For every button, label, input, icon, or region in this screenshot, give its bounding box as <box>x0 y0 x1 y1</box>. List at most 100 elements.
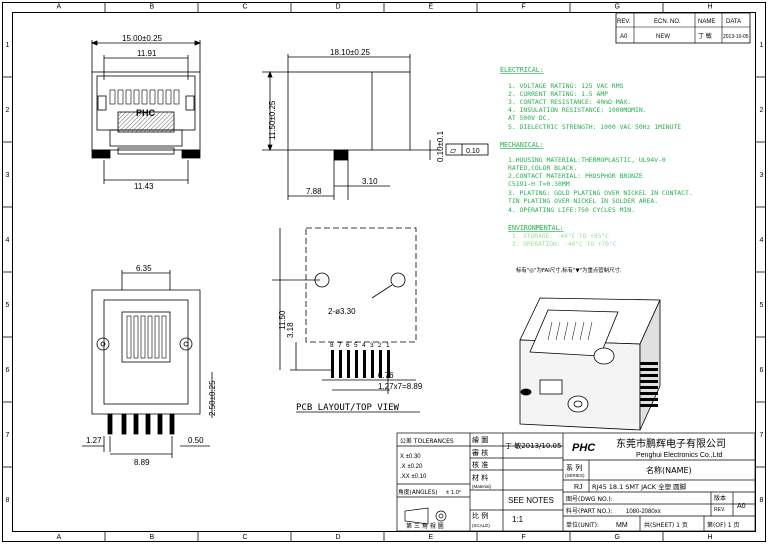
front-top-width-dim: 6.35 <box>136 264 152 273</box>
company-en: Penghui Electronics Co.,Ltd <box>636 452 722 459</box>
pcb-offset-dim: 3.18 <box>286 322 295 338</box>
angles-label: 角度(ANGLES) <box>398 488 437 496</box>
front-right-dim: 0.50 <box>188 436 204 445</box>
grid-column-label: F <box>522 4 526 11</box>
grid-row-label: 5 <box>760 302 764 309</box>
tolerance-line: .X ±0.20 <box>400 464 423 470</box>
environmental-heading: ENVIRONMENTAL: <box>508 224 564 232</box>
grid-row-label: 2 <box>6 107 10 114</box>
grid-row-label: 5 <box>6 302 10 309</box>
rev-value: A0 <box>620 34 628 40</box>
side-right-offset-dim: 3.10 <box>362 177 378 186</box>
grid-column-label: H <box>708 4 713 11</box>
iso-contacts <box>547 321 593 341</box>
dwg-label: 图号(DWG NO.): <box>566 496 613 503</box>
unit-value: MM <box>616 522 628 529</box>
unit-label: 单位(UNIT): <box>566 521 599 529</box>
grid-markers <box>3 3 765 541</box>
pin-number-row: 8 7 6 5 4 3 2 1 <box>330 342 390 349</box>
version-value: A0 <box>737 503 746 510</box>
environmental-line: 2. OPERATION: -40°C TO +70°C <box>512 240 617 248</box>
mechanical-line: RATED,COLOR BLACK. <box>508 164 577 172</box>
checked-label: 審 核 <box>472 448 488 457</box>
grid-row-label: 1 <box>6 42 10 49</box>
side-standoff-dim: 0.10±0.1 <box>436 130 445 162</box>
pin-number: 5 <box>354 342 358 349</box>
company-logo: PHC <box>572 442 596 454</box>
grid-column-label: A <box>57 534 62 541</box>
iso-leads <box>640 362 658 407</box>
grid-row-label: 6 <box>6 367 10 374</box>
top-width-bottom-dim: 11.43 <box>134 182 154 191</box>
grid-row-label: 6 <box>760 367 764 374</box>
top-view <box>90 40 202 184</box>
top-width-total-dim: 15.00±0.25 <box>122 34 163 43</box>
version-label: 版本 <box>714 494 726 502</box>
drawn-value: 丁 敏2013/10.05 <box>505 441 561 450</box>
mechanical-line: C5191-H T=0.30MM <box>508 180 570 188</box>
grid-row-label: 3 <box>6 172 10 179</box>
grid-column-label: B <box>150 4 155 11</box>
pcb-pitch-dim: 1.27x7=8.89 <box>378 382 423 391</box>
pcb-pad-width-dim: 0.76 <box>378 371 394 380</box>
side-height-dim: 11.50±0.25 <box>268 100 277 140</box>
grid-row-label: 8 <box>760 497 764 504</box>
name-label: 名称(NAME) <box>646 465 692 475</box>
electrical-line: 2. CURRENT RATING: 1.5 AMP <box>508 90 608 98</box>
contact-fingers <box>109 89 180 105</box>
grid-row-label: 2 <box>760 107 764 114</box>
tolerance-line: .XX ±0.10 <box>400 474 427 480</box>
version-sub: REV. <box>714 507 725 513</box>
scale-value: 1:1 <box>512 515 524 524</box>
name-header: NAME <box>698 19 715 25</box>
tolerance-header: 公差 TOLERANCES <box>400 437 454 445</box>
series-sub: (SERIES) <box>565 473 585 478</box>
series-value: RJ <box>574 484 583 491</box>
electrical-line: AT 500V DC. <box>508 114 550 122</box>
pcb-layout <box>272 227 420 413</box>
pin-number: 3 <box>370 342 374 349</box>
pcb-pads <box>331 350 390 378</box>
front-view <box>82 270 213 458</box>
front-pitch-left-dim: 1.27 <box>86 436 102 445</box>
electrical-heading: ELECTRICAL: <box>500 66 544 74</box>
mechanical-line: TIN PLATING OVER NICKEL IN SOLDER AREA. <box>508 197 658 205</box>
material-label: 材 料 <box>472 473 488 482</box>
grid-column-label: G <box>615 4 620 11</box>
environmental-line: 1. STORAGE: -40°C TO +85°C <box>512 232 609 240</box>
sheet-of: 第(OF) 1 页 <box>707 521 740 529</box>
side-left-offset-dim: 7.88 <box>306 187 322 196</box>
flatness-value: 0.10 <box>466 148 480 155</box>
grid-row-label: 1 <box>760 42 764 49</box>
mechanical-line: 2.CONTACT MATERIAL: PHOSPHOR BRONZE <box>508 172 643 180</box>
part-label: 料号(PART NO.): <box>566 507 612 515</box>
front-contacts <box>126 315 167 359</box>
title-block <box>396 432 756 532</box>
sheet-total: 共(SHEET) 1 页 <box>644 521 688 529</box>
grid-column-label: G <box>615 534 620 541</box>
grid-row-label: 7 <box>6 432 10 439</box>
electrical-line: 5. DIELECTRIC STRENGTH: 1000 VAC 50Hz 1M… <box>508 123 681 131</box>
grid-column-label: B <box>150 534 155 541</box>
pin-number: 6 <box>346 342 350 349</box>
mechanical-line: 3. PLATING: GOLD PLATING OVER NICKEL IN … <box>508 189 693 197</box>
grid-column-label: E <box>429 4 434 11</box>
pcb-hole-label: 2-ø3.30 <box>328 307 356 316</box>
grid-column-label: F <box>522 534 526 541</box>
mechanical-heading: MECHANICAL: <box>500 141 544 149</box>
projection-label: 第 三 角 視 圖 <box>406 522 444 530</box>
material-sub: (Material) <box>472 484 492 489</box>
material-value: SEE NOTES <box>508 496 554 505</box>
pcb-layout-title: PCB LAYOUT/TOP VIEW <box>296 403 400 413</box>
grid-column-label: E <box>429 534 434 541</box>
grid-row-label: 7 <box>760 432 764 439</box>
grid-column-label: H <box>708 534 713 541</box>
electrical-line: 1. VOLTAGE RATING: 125 VAC RMS <box>508 82 624 90</box>
grid-row-label: 4 <box>760 237 764 244</box>
mechanical-line: 1.HOUSING MATERIAL:THERMOPLASTIC, UL94V-… <box>508 156 666 164</box>
electrical-line: 3. CONTACT RESISTANCE: 40mΩ MAX. <box>508 98 631 106</box>
grid-column-label: D <box>336 4 341 11</box>
angles-value: ± 1.0° <box>446 490 461 496</box>
part-value: 1080-2080xx <box>626 509 661 515</box>
